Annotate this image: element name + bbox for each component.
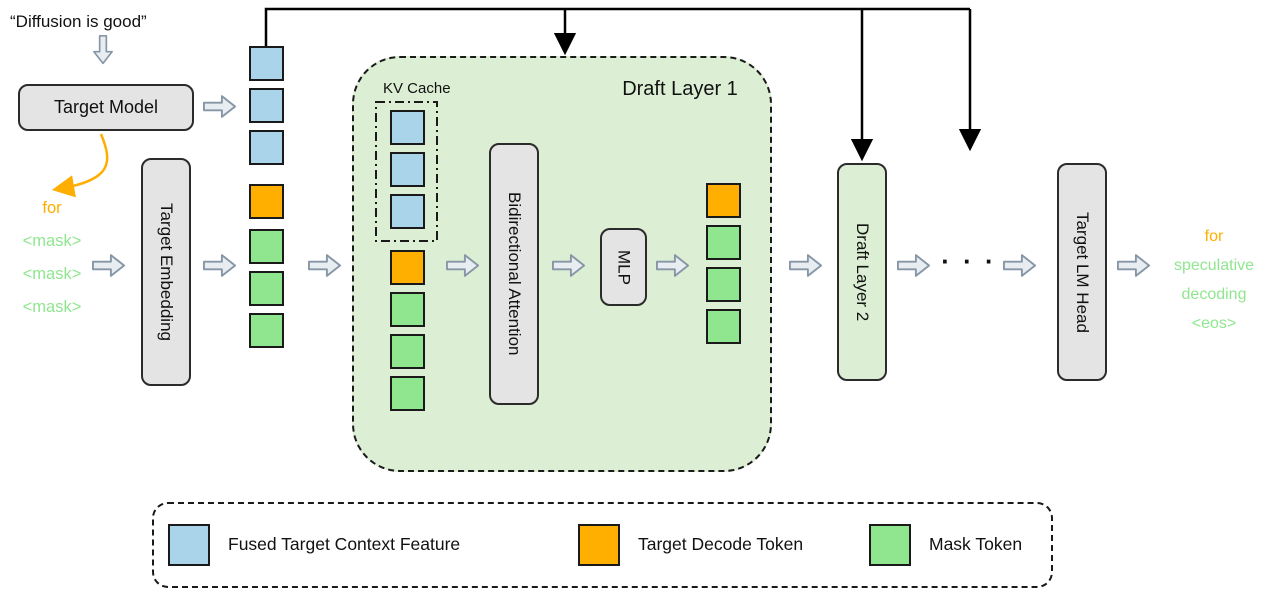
prompt-down-arrow-icon xyxy=(93,35,113,65)
mask-token-square xyxy=(706,309,741,344)
flow-arrow-to-attention xyxy=(446,254,480,277)
input-token-mask-2: <mask> xyxy=(22,265,82,283)
flow-arrow-target-model-to-features xyxy=(203,95,237,118)
target-model-box: Target Model xyxy=(18,84,194,131)
mlp-box: MLP xyxy=(600,228,647,306)
draft-layer-1-label: Draft Layer 1 xyxy=(622,78,738,100)
legend-label-fused-context: Fused Target Context Feature xyxy=(228,534,461,554)
flow-arrow-to-lm-head xyxy=(1003,254,1037,277)
kv-cache-label: KV Cache xyxy=(383,80,451,97)
legend-label-mask-token: Mask Token xyxy=(929,534,1023,554)
mask-token-square xyxy=(390,376,425,411)
input-token-mask-3: <mask> xyxy=(22,298,82,316)
mask-token-square xyxy=(706,267,741,302)
output-token-speculative: speculative xyxy=(1173,257,1255,274)
mask-token-square xyxy=(706,225,741,260)
fused-context-square xyxy=(249,46,284,81)
draft-layer-2-label: Draft Layer 2 xyxy=(853,222,872,322)
output-text-block: for speculative decoding <eos> xyxy=(1162,222,1266,338)
fused-context-square xyxy=(390,194,425,229)
target-embedding-label: Target Embedding xyxy=(157,203,176,341)
draft-layer-2-box: Draft Layer 2 xyxy=(837,163,887,381)
input-token-mask-1: <mask> xyxy=(22,232,82,250)
output-token-eos: <eos> xyxy=(1191,315,1237,332)
more-layers-ellipsis: · · · xyxy=(941,246,997,276)
prompt-text: “Diffusion is good” xyxy=(10,12,147,31)
flow-arrow-attention-to-mlp xyxy=(552,254,586,277)
mask-token-square xyxy=(390,334,425,369)
target-model-label: Target Model xyxy=(53,97,159,117)
fused-context-square xyxy=(390,110,425,145)
flow-arrow-to-draft-layer-2 xyxy=(789,254,823,277)
legend-swatch-fused-context xyxy=(168,524,210,566)
flow-arrow-tokens-to-draft-layer-1 xyxy=(308,254,342,277)
mask-token-square xyxy=(390,292,425,327)
decode-token-square xyxy=(249,184,284,219)
legend-swatch-mask-token xyxy=(869,524,911,566)
flow-arrow-embedding-to-tokens xyxy=(203,254,237,277)
legend-label-decode-token: Target Decode Token xyxy=(638,534,804,554)
fused-context-square xyxy=(249,130,284,165)
input-text-block: for <mask> <mask> <mask> xyxy=(6,192,98,324)
flow-arrow-mlp-to-output-tokens xyxy=(656,254,690,277)
target-lm-head-box: Target LM Head xyxy=(1057,163,1107,381)
bidirectional-attention-label: Bidirectional Attention xyxy=(505,192,524,356)
output-token-decoding: decoding xyxy=(1181,286,1247,303)
decode-token-square xyxy=(706,183,741,218)
bidirectional-attention-box: Bidirectional Attention xyxy=(489,143,539,405)
mask-token-square xyxy=(249,271,284,306)
fused-context-square xyxy=(249,88,284,123)
output-token-for: for xyxy=(1204,228,1224,245)
input-token-for: for xyxy=(42,199,62,217)
mlp-label: MLP xyxy=(614,249,634,285)
flow-arrow-draft-layer-2-out xyxy=(897,254,931,277)
target-lm-head-label: Target LM Head xyxy=(1073,211,1092,333)
legend-swatch-decode-token xyxy=(578,524,620,566)
flow-arrow-lm-head-out xyxy=(1117,254,1151,277)
legend-box xyxy=(152,502,1053,588)
flow-arrow-input-to-embedding xyxy=(92,254,126,277)
mask-token-square xyxy=(249,313,284,348)
target-embedding-box: Target Embedding xyxy=(141,158,191,386)
fused-context-square xyxy=(390,152,425,187)
decode-token-square xyxy=(390,250,425,285)
mask-token-square xyxy=(249,229,284,264)
